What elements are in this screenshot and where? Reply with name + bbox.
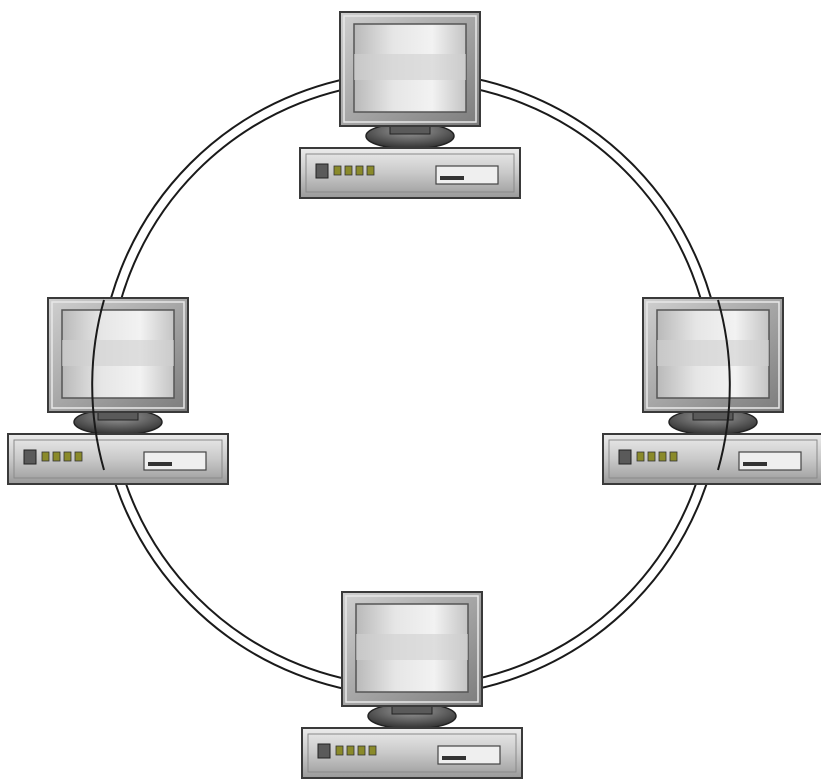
computer-node-top bbox=[299, 11, 521, 199]
computer-node-right bbox=[602, 297, 821, 485]
computer-node-left bbox=[7, 297, 229, 485]
desktop-computer-icon bbox=[301, 591, 523, 779]
computer-node-bottom bbox=[301, 591, 523, 779]
desktop-computer-icon bbox=[602, 297, 821, 485]
ring-cable-front-segments bbox=[91, 299, 731, 471]
desktop-computer-icon bbox=[7, 297, 229, 485]
desktop-computer-icon bbox=[299, 11, 521, 199]
